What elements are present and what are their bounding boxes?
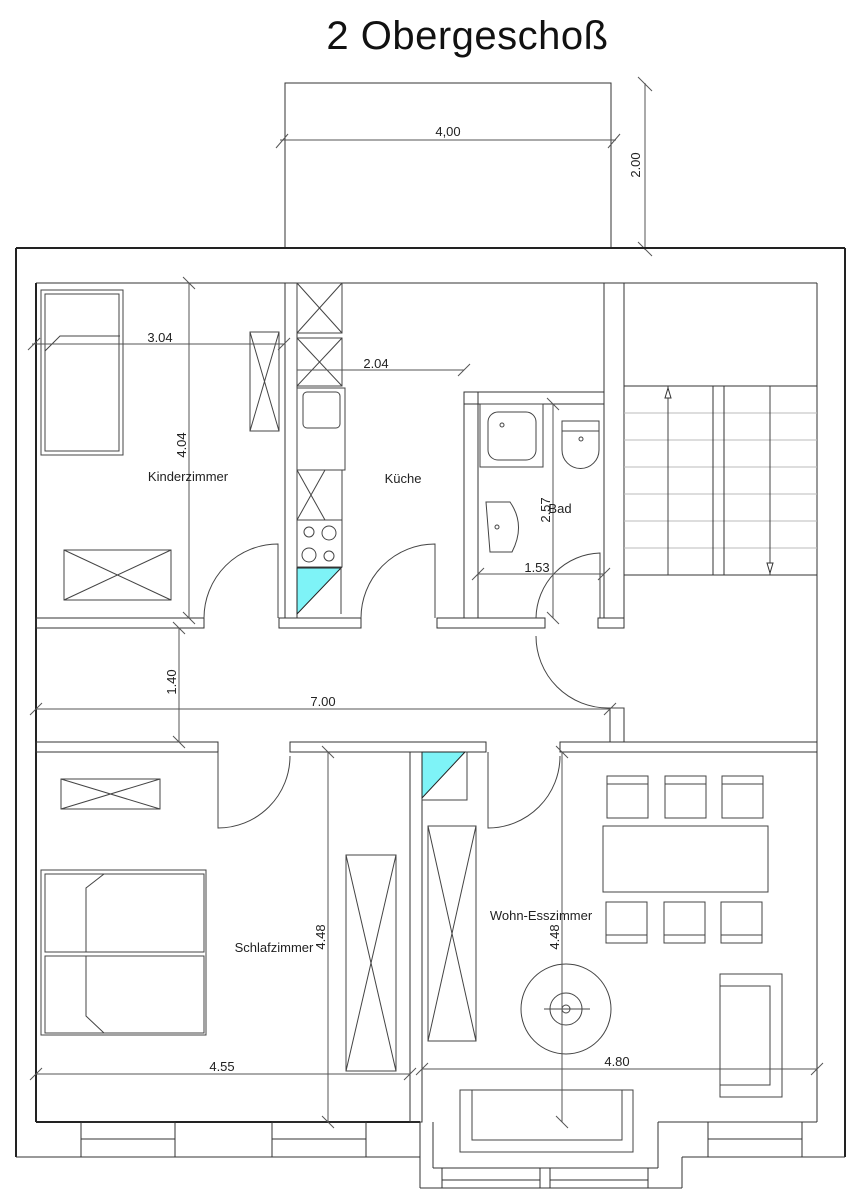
highlight-triangle-living [421, 751, 467, 800]
kitchen-units [296, 282, 346, 616]
dim-schlafzimmer-depth: 4.48 [313, 924, 328, 949]
staircase [624, 385, 817, 576]
dim-flur-depth: 1.40 [164, 669, 179, 694]
dim-wohn-depth: 4.48 [547, 924, 562, 949]
room-label-kueche: Küche [385, 471, 422, 486]
dim-kinderzimmer-depth: 4.04 [174, 432, 189, 457]
dimension-lines [27, 276, 824, 1129]
room-label-wohn-esszimmer: Wohn-Esszimmer [490, 908, 593, 923]
kinderzimmer-furniture [40, 289, 280, 601]
room-label-kinderzimmer: Kinderzimmer [148, 469, 229, 484]
dim-schlafzimmer-width: 4.55 [209, 1059, 234, 1074]
balcony [275, 76, 653, 257]
dim-bad-depth: 2.57 [538, 497, 553, 522]
outer-walls [15, 247, 846, 1189]
highlight-triangle-kitchen [296, 567, 343, 616]
floor-title: 2 Obergeschoß [326, 14, 609, 58]
bathroom-fixtures [479, 403, 600, 553]
room-label-bad: Bad [548, 501, 571, 516]
windows [80, 1121, 803, 1189]
dim-balcony-depth: 2.00 [628, 152, 643, 177]
dim-balcony-width: 4,00 [435, 124, 460, 139]
dim-kueche-width: 2.04 [363, 356, 388, 371]
dim-wohn-width: 4.80 [604, 1054, 629, 1069]
room-label-schlafzimmer: Schlafzimmer [235, 940, 314, 955]
inner-walls [35, 282, 818, 1123]
doors [203, 543, 624, 829]
schlafzimmer-furniture [40, 778, 397, 1072]
dim-flur-length: 7.00 [310, 694, 335, 709]
wohn-esszimmer-furniture [421, 751, 783, 1153]
dim-bad-width: 1.53 [524, 560, 549, 575]
dim-kinderzimmer-width: 3.04 [147, 330, 172, 345]
